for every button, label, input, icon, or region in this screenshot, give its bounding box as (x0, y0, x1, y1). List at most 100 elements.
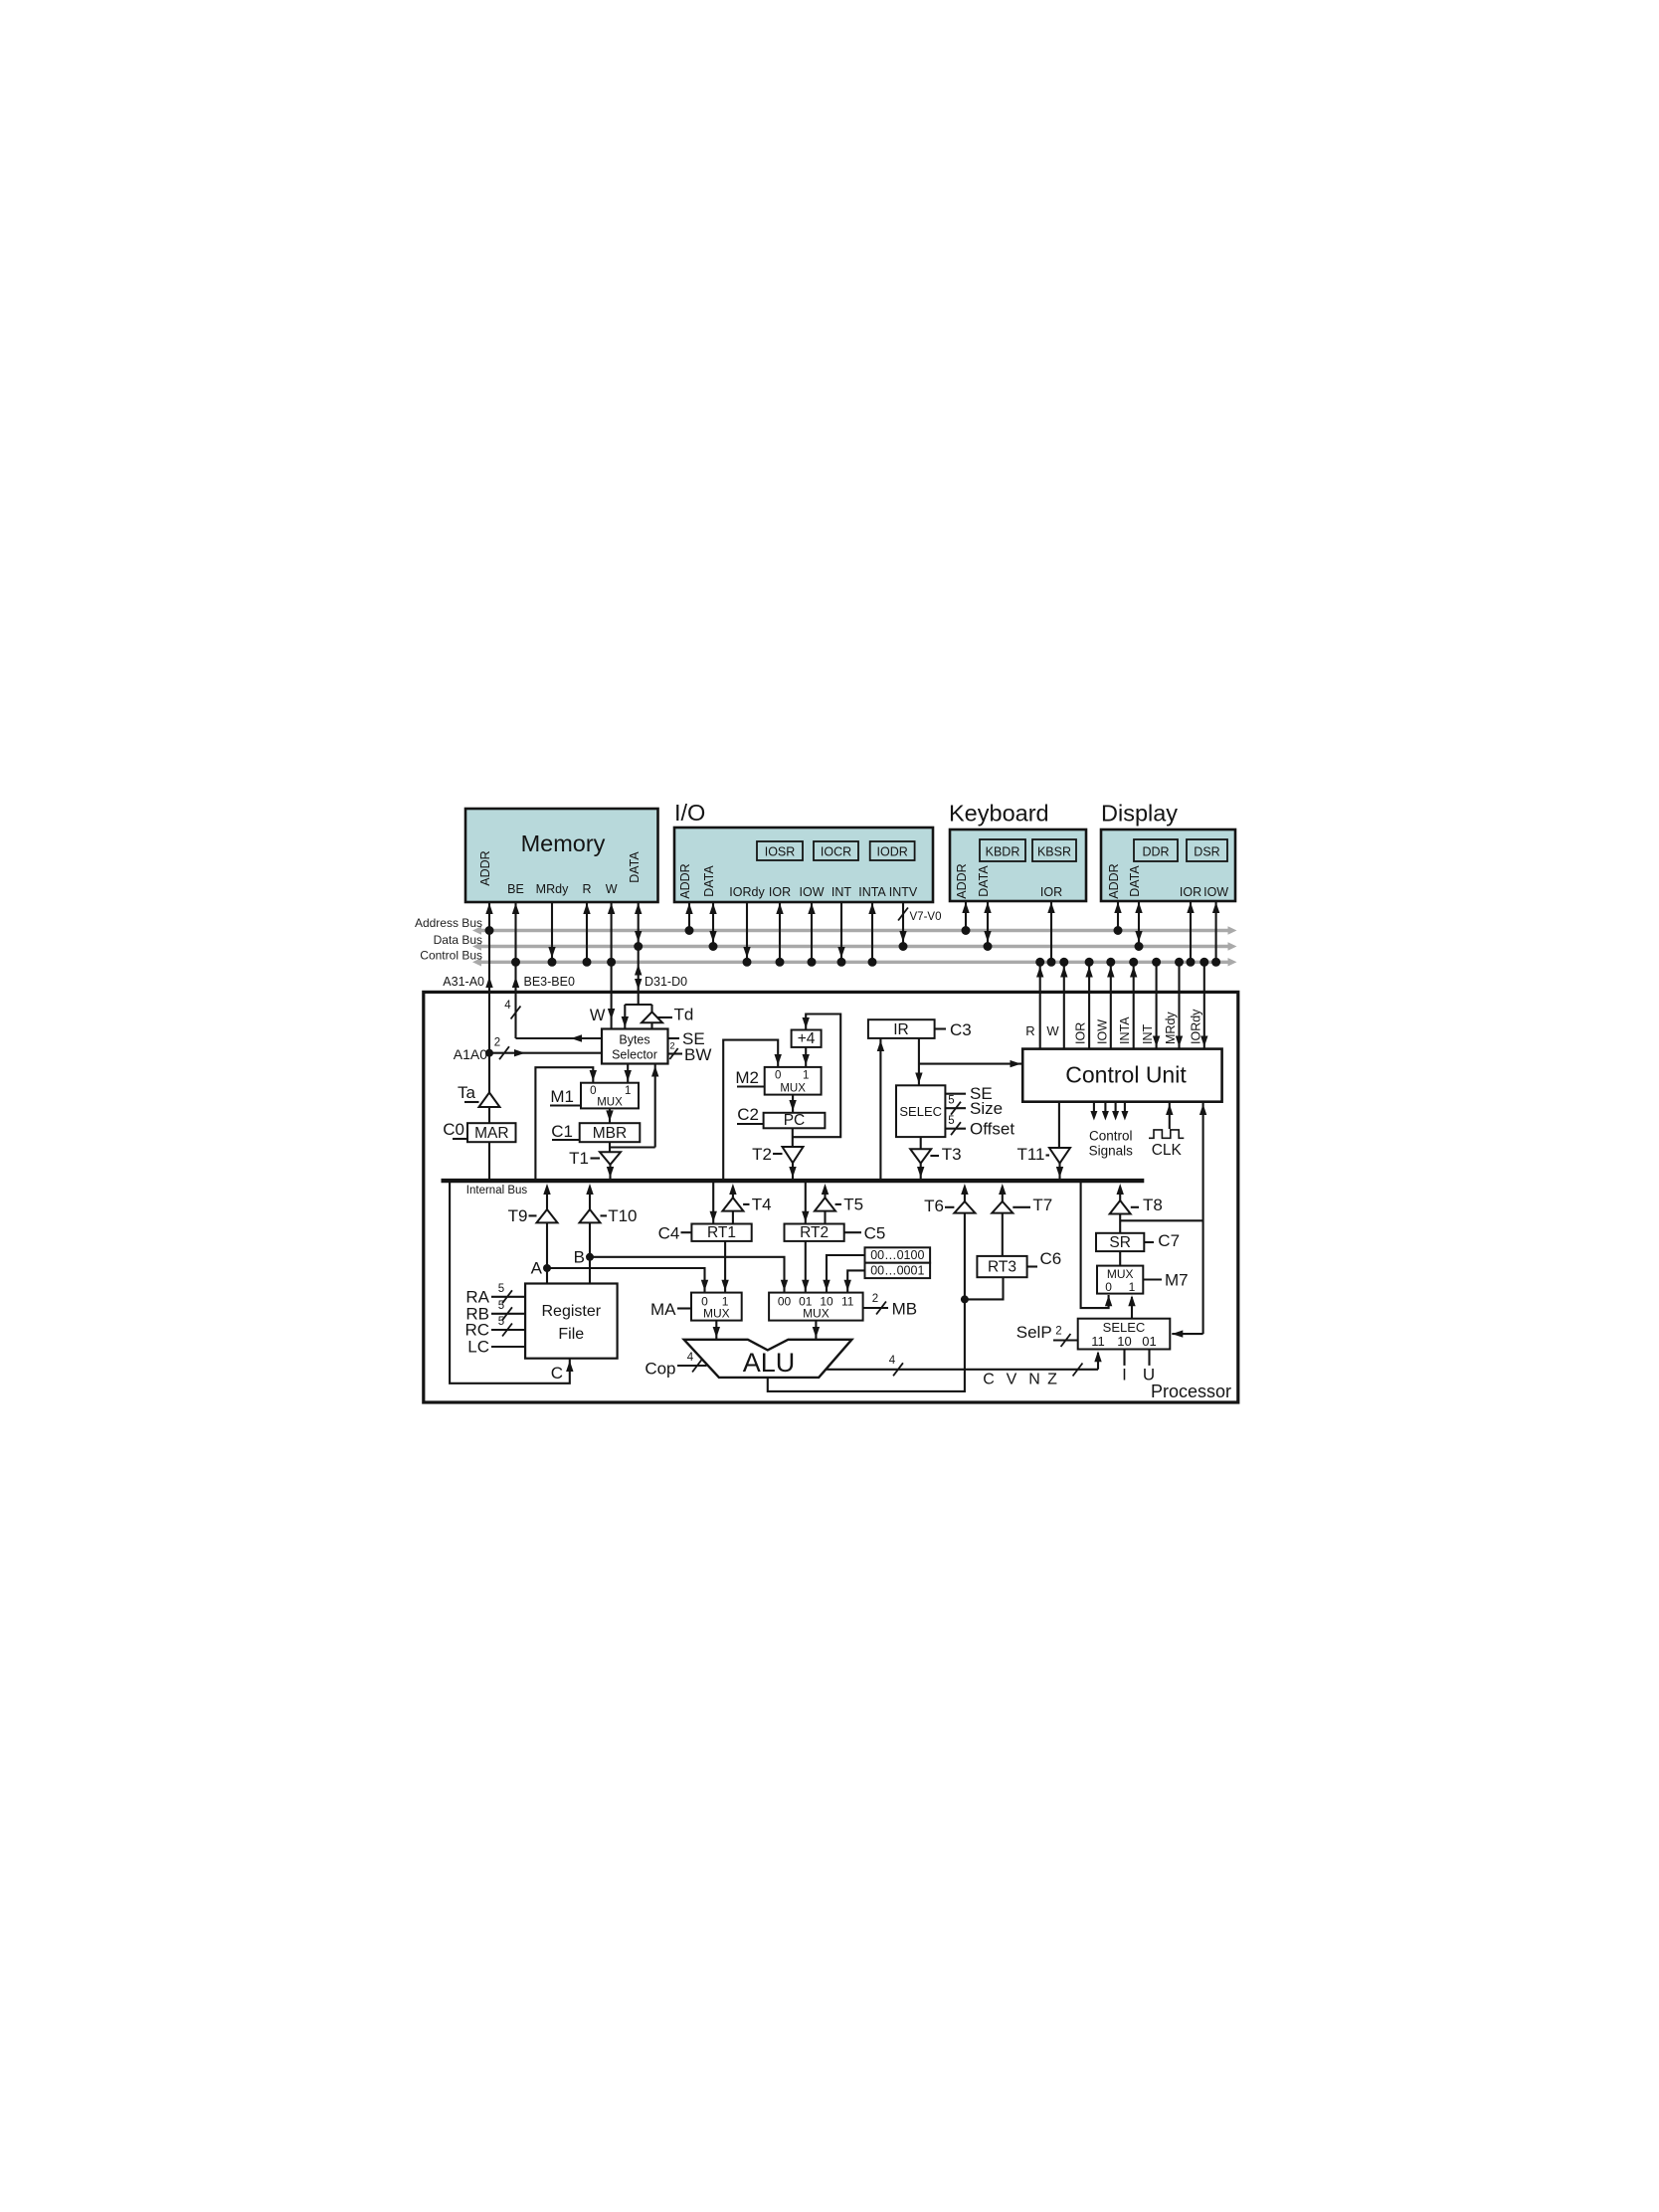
svg-text:ALU: ALU (743, 1348, 796, 1378)
svg-text:A: A (531, 1259, 543, 1278)
svg-text:DATA: DATA (628, 851, 642, 883)
svg-text:KBSR: KBSR (1037, 845, 1071, 859)
svg-text:RC: RC (464, 1321, 489, 1340)
svg-text:01: 01 (799, 1295, 813, 1309)
svg-text:IORdy: IORdy (1189, 1009, 1202, 1044)
svg-text:T9: T9 (508, 1206, 528, 1225)
svg-text:T8: T8 (1143, 1196, 1163, 1214)
svg-text:W: W (1046, 1023, 1059, 1038)
svg-text:A1A0: A1A0 (454, 1046, 487, 1062)
svg-text:5: 5 (498, 1316, 504, 1328)
svg-text:MRdy: MRdy (1164, 1012, 1178, 1044)
svg-text:T4: T4 (752, 1196, 772, 1214)
svg-text:Offset: Offset (970, 1120, 1014, 1139)
svg-text:Data Bus: Data Bus (434, 933, 482, 947)
svg-text:IOR: IOR (1074, 1022, 1088, 1044)
svg-text:Keyboard: Keyboard (949, 801, 1049, 827)
svg-text:MAR: MAR (474, 1125, 508, 1142)
svg-text:INT: INT (1141, 1024, 1155, 1045)
svg-text:0: 0 (1105, 1280, 1112, 1294)
svg-text:A31-A0: A31-A0 (443, 975, 484, 989)
svg-text:1: 1 (1129, 1280, 1136, 1294)
svg-text:2: 2 (872, 1293, 878, 1305)
svg-text:IODR: IODR (877, 845, 908, 859)
svg-text:Control Unit: Control Unit (1065, 1062, 1187, 1088)
svg-text:00…0100: 00…0100 (870, 1248, 924, 1262)
svg-text:4: 4 (504, 1000, 511, 1012)
svg-text:T6: T6 (924, 1197, 944, 1215)
svg-text:V7-V0: V7-V0 (910, 911, 942, 923)
svg-text:IOW: IOW (1095, 1019, 1109, 1044)
svg-text:T5: T5 (843, 1196, 863, 1214)
svg-text:Ta: Ta (458, 1083, 476, 1102)
svg-text:MUX: MUX (780, 1083, 806, 1095)
svg-text:M7: M7 (1165, 1271, 1189, 1290)
svg-text:IR: IR (893, 1021, 909, 1038)
svg-text:M1: M1 (550, 1087, 574, 1106)
svg-text:IOR: IOR (769, 885, 791, 899)
svg-text:ADDR: ADDR (1107, 863, 1121, 898)
svg-text:U: U (1143, 1366, 1155, 1384)
svg-text:01: 01 (1142, 1334, 1156, 1349)
svg-text:M2: M2 (735, 1068, 759, 1087)
svg-text:D31-D0: D31-D0 (645, 975, 687, 989)
svg-text:IOR: IOR (1180, 885, 1201, 899)
svg-text:DSR: DSR (1194, 845, 1219, 859)
svg-text:T11: T11 (1016, 1145, 1044, 1164)
svg-text:T7: T7 (1032, 1196, 1052, 1214)
svg-text:BE3-BE0: BE3-BE0 (524, 975, 575, 989)
svg-text:Internal Bus: Internal Bus (466, 1185, 528, 1197)
svg-text:0: 0 (590, 1085, 596, 1097)
svg-text:LC: LC (467, 1338, 489, 1357)
svg-text:W: W (606, 882, 618, 896)
svg-text:R: R (582, 882, 591, 896)
svg-text:C6: C6 (1040, 1249, 1062, 1268)
svg-text:2: 2 (494, 1037, 500, 1049)
svg-text:RT3: RT3 (988, 1259, 1016, 1276)
svg-text:ADDR: ADDR (678, 863, 692, 898)
svg-text:T3: T3 (942, 1145, 962, 1164)
svg-text:+4: +4 (798, 1030, 816, 1047)
svg-text:0: 0 (701, 1295, 708, 1309)
svg-text:Z: Z (1047, 1372, 1057, 1388)
svg-text:MUX: MUX (1107, 1267, 1134, 1281)
svg-text:4: 4 (687, 1352, 694, 1364)
svg-text:Memory: Memory (521, 830, 606, 856)
svg-text:MUX: MUX (803, 1307, 830, 1321)
svg-text:Selector: Selector (612, 1048, 657, 1062)
svg-text:INT: INT (831, 885, 852, 899)
svg-text:BE: BE (507, 882, 524, 896)
svg-text:Signals: Signals (1089, 1144, 1134, 1159)
svg-text:ADDR: ADDR (478, 850, 492, 885)
svg-text:Cop: Cop (645, 1360, 675, 1379)
svg-text:BW: BW (684, 1045, 711, 1064)
svg-text:INTV: INTV (889, 885, 918, 899)
svg-text:T1: T1 (569, 1149, 589, 1168)
svg-text:INTA: INTA (1118, 1016, 1132, 1044)
svg-text:2: 2 (669, 1041, 674, 1052)
svg-text:INTA: INTA (858, 885, 886, 899)
svg-text:I: I (1122, 1366, 1127, 1384)
svg-text:T10: T10 (608, 1206, 637, 1225)
svg-text:IOW: IOW (1203, 885, 1228, 899)
svg-text:2: 2 (1055, 1326, 1061, 1338)
svg-text:0: 0 (775, 1070, 781, 1082)
svg-text:Display: Display (1101, 801, 1178, 827)
svg-text:IOSR: IOSR (765, 845, 796, 859)
svg-text:MA: MA (650, 1300, 676, 1319)
svg-text:IORdy: IORdy (729, 885, 765, 899)
svg-text:PC: PC (784, 1112, 806, 1129)
svg-text:1: 1 (722, 1295, 729, 1309)
svg-text:4: 4 (889, 1355, 896, 1367)
svg-text:5: 5 (498, 1300, 504, 1312)
svg-text:C5: C5 (864, 1224, 886, 1243)
svg-text:C0: C0 (443, 1120, 464, 1139)
svg-text:5: 5 (948, 1095, 954, 1107)
svg-text:Td: Td (674, 1006, 694, 1024)
svg-text:CLK: CLK (1152, 1142, 1183, 1159)
svg-text:I/O: I/O (674, 800, 705, 826)
svg-text:00: 00 (778, 1295, 792, 1309)
svg-text:R: R (1025, 1023, 1034, 1038)
svg-text:SELEC: SELEC (899, 1104, 942, 1119)
svg-text:MUX: MUX (703, 1307, 730, 1321)
